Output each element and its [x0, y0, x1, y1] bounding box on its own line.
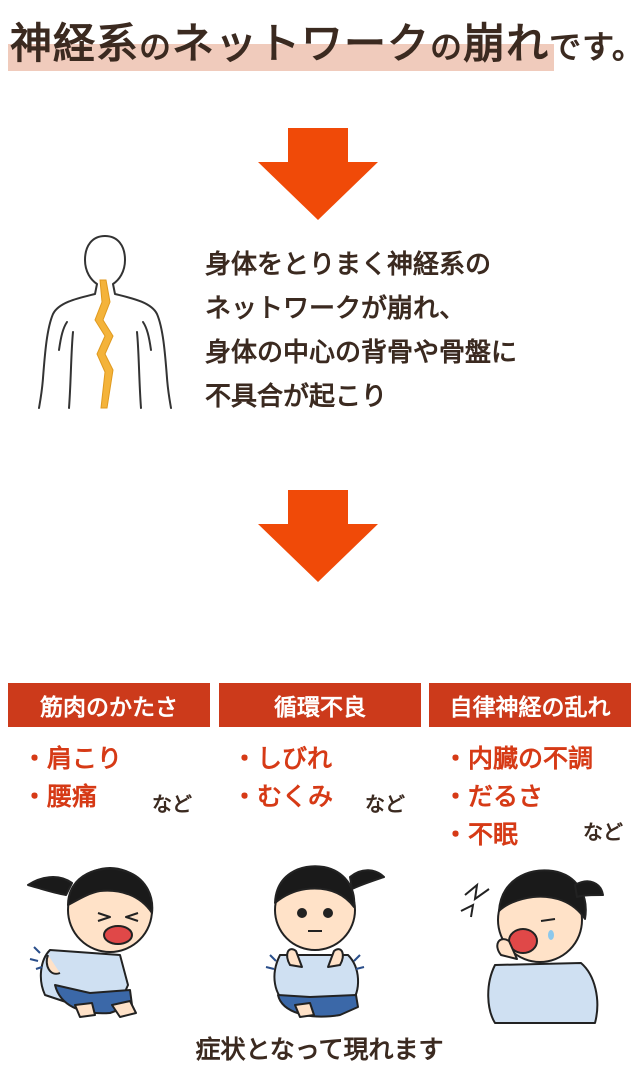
girl-back-pain-illustration [27, 867, 154, 1018]
description-line: 身体の中心の背骨や骨盤に [205, 338, 518, 368]
girl-fatigue-illustration [460, 869, 604, 1024]
girl-numbness-illustration [265, 865, 385, 1018]
symptom-list-autonomic: ・内臓の不調 ・だるさ ・不眠 [443, 740, 593, 854]
category-muscle-header: 筋肉のかたさ [8, 683, 210, 727]
down-arrow-icon [258, 490, 378, 582]
etc-label: など [583, 820, 623, 844]
footer-caption: 症状となって現れます [195, 1035, 444, 1064]
symptom-item: ・肩こり [22, 744, 123, 773]
symptom-item: ・不眠 [443, 820, 519, 849]
etc-label: など [365, 792, 405, 816]
title-highlight [8, 44, 554, 71]
symptom-item: ・しびれ [232, 744, 333, 773]
symptom-item: ・だるさ [443, 782, 544, 811]
symptom-item: ・むくみ [232, 782, 334, 811]
etc-label: など [152, 792, 192, 816]
page-title: 神経系のネットワークの崩れです。 [10, 19, 639, 68]
category-autonomic-header: 自律神経の乱れ [429, 683, 631, 727]
description-line: 不具合が起こり [205, 382, 388, 412]
body-silhouette-icon [38, 235, 172, 409]
description-line: 身体をとりまく神経系の [205, 250, 492, 280]
symptom-list-circulation: ・しびれ ・むくみ [232, 740, 333, 816]
symptom-item: ・内臓の不調 [443, 744, 594, 773]
description-line: ネットワークが崩れ、 [205, 294, 466, 324]
symptom-item: ・腰痛 [22, 782, 98, 811]
category-circulation-header: 循環不良 [219, 683, 421, 727]
down-arrow-icon [258, 128, 378, 220]
symptom-list-muscle: ・肩こり ・腰痛 [22, 740, 122, 816]
description: 身体をとりまく神経系の ネットワークが崩れ、 身体の中心の背骨や骨盤に 不具合が… [205, 243, 517, 419]
